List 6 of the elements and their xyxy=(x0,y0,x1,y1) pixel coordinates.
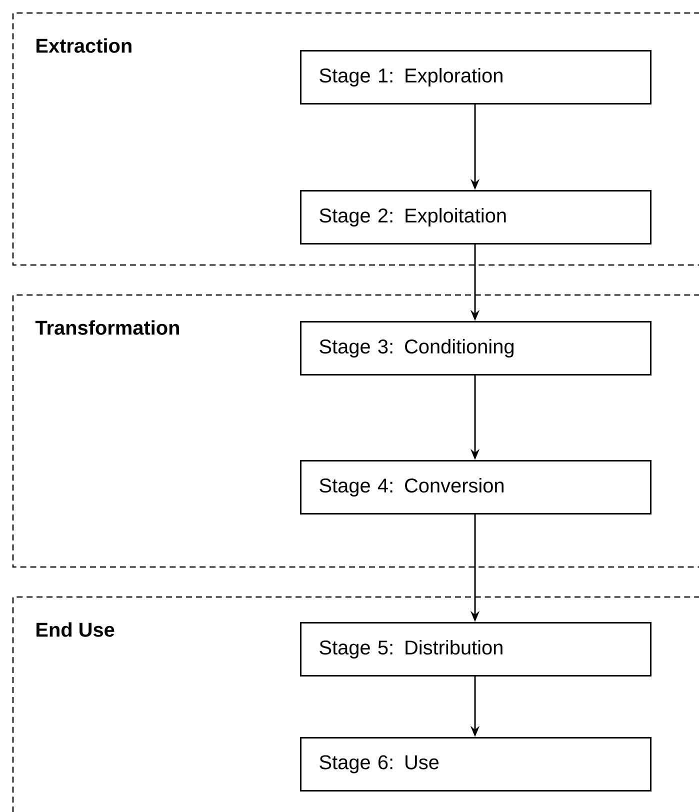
stage-box: Stage 5: Distribution xyxy=(300,622,652,676)
stage-box: Stage 2: Exploitation xyxy=(300,190,652,244)
stage-box: Stage 1: Exploration xyxy=(300,50,652,104)
stage-box: Stage 6: Use xyxy=(300,737,652,792)
stage-box: Stage 3: Conditioning xyxy=(300,321,652,376)
stage-box: Stage 4: Conversion xyxy=(300,460,652,514)
